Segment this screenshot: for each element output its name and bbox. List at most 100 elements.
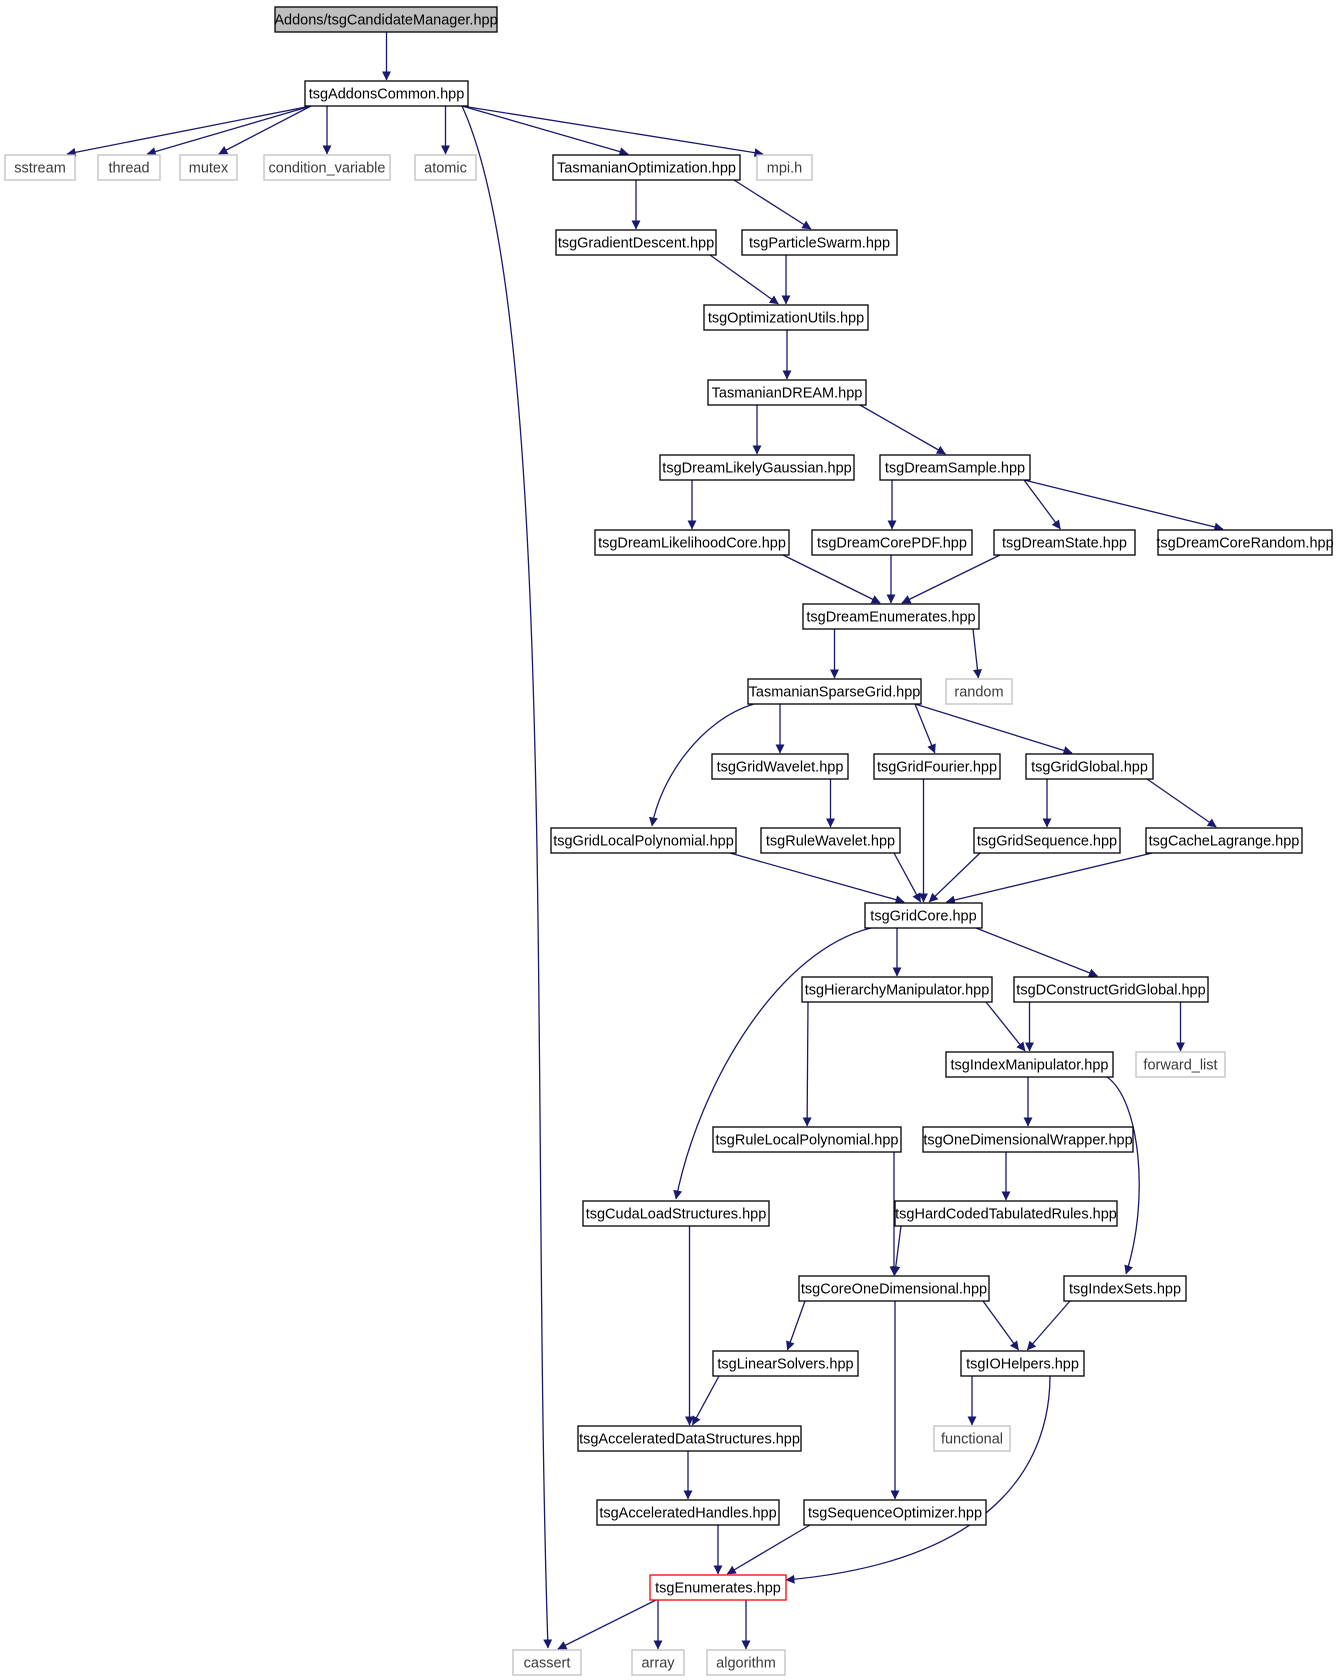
node-cudaload[interactable]: tsgCudaLoadStructures.hpp	[582, 1200, 770, 1227]
node-pswarm[interactable]: tsgParticleSwarm.hpp	[741, 229, 898, 256]
node-label-root: Addons/tsgCandidateManager.hpp	[274, 13, 497, 29]
node-hardcoded[interactable]: tsgHardCodedTabulatedRules.hpp	[894, 1200, 1118, 1227]
node-label-linsolvers: tsgLinearSolvers.hpp	[717, 1357, 853, 1373]
edge-hardcoded-to-coreonedim	[891, 1225, 902, 1276]
node-box-sstream	[4, 154, 76, 181]
edges-layer	[66, 32, 1224, 1650]
node-box-array	[631, 1649, 685, 1676]
edge-gridcore-to-dconstruct	[975, 927, 1098, 978]
node-gridsequence[interactable]: tsgGridSequence.hpp	[973, 827, 1121, 854]
node-gridwavelet[interactable]: tsgGridWavelet.hpp	[711, 753, 849, 780]
node-label-tasdream: TasmanianDREAM.hpp	[712, 386, 863, 402]
node-optutils[interactable]: tsgOptimizationUtils.hpp	[703, 304, 869, 331]
node-tasopt[interactable]: TasmanianOptimization.hpp	[552, 154, 741, 181]
node-box-onedimwrap	[922, 1126, 1134, 1153]
node-enumerates[interactable]: tsgEnumerates.hpp	[649, 1574, 787, 1601]
node-linsolvers[interactable]: tsgLinearSolvers.hpp	[712, 1350, 859, 1377]
node-label-dconstruct: tsgDConstructGridGlobal.hpp	[1016, 983, 1205, 999]
node-label-onedimwrap: tsgOneDimensionalWrapper.hpp	[923, 1133, 1132, 1149]
node-sparsegrid[interactable]: TasmanianSparseGrid.hpp	[747, 678, 922, 705]
node-thread: thread	[97, 154, 161, 181]
node-tasdream[interactable]: TasmanianDREAM.hpp	[707, 379, 867, 406]
node-label-array: array	[641, 1656, 675, 1672]
node-indexsets[interactable]: tsgIndexSets.hpp	[1063, 1275, 1187, 1302]
node-box-random	[945, 678, 1013, 705]
node-box-gridglobal	[1025, 753, 1154, 780]
node-dreamsample[interactable]: tsgDreamSample.hpp	[879, 454, 1031, 481]
node-cachelagrange[interactable]: tsgCacheLagrange.hpp	[1145, 827, 1303, 854]
node-random: random	[945, 678, 1013, 705]
edge-dreamenum-to-random	[972, 628, 982, 679]
node-label-graddesc: tsgGradientDescent.hpp	[558, 236, 714, 252]
node-label-iohelpers: tsgIOHelpers.hpp	[966, 1357, 1079, 1373]
node-gridlocalpoly[interactable]: tsgGridLocalPolynomial.hpp	[550, 827, 737, 854]
node-label-mutex: mutex	[189, 161, 229, 177]
edge-addons-to-sstream	[66, 105, 312, 157]
node-accdata[interactable]: tsgAcceleratedDataStructures.hpp	[577, 1425, 802, 1452]
node-acchandles[interactable]: tsgAcceleratedHandles.hpp	[596, 1499, 780, 1526]
node-coreonedim[interactable]: tsgCoreOneDimensional.hpp	[798, 1275, 990, 1302]
node-label-hiermanip: tsgHierarchyManipulator.hpp	[805, 983, 990, 999]
node-label-gridfourier: tsgGridFourier.hpp	[877, 760, 997, 776]
node-dreamenum[interactable]: tsgDreamEnumerates.hpp	[802, 603, 980, 630]
edge-likelihoodcore-to-dreamenum	[782, 554, 881, 604]
node-box-acchandles	[596, 1499, 780, 1526]
edge-coreonedim-to-linsolvers	[786, 1300, 806, 1351]
node-label-cudaload: tsgCudaLoadStructures.hpp	[586, 1207, 767, 1223]
node-graddesc[interactable]: tsgGradientDescent.hpp	[555, 229, 717, 256]
edge-hiermanip-to-rulelocalpoly	[802, 1001, 812, 1127]
node-box-optutils	[703, 304, 869, 331]
node-gridfourier[interactable]: tsgGridFourier.hpp	[873, 753, 1001, 780]
node-label-coreonedim: tsgCoreOneDimensional.hpp	[801, 1282, 987, 1298]
node-likelygauss[interactable]: tsgDreamLikelyGaussian.hpp	[659, 454, 855, 481]
node-gridcore[interactable]: tsgGridCore.hpp	[864, 902, 983, 929]
node-rulelocalpoly[interactable]: tsgRuleLocalPolynomial.hpp	[712, 1126, 902, 1153]
node-mpi: mpi.h	[756, 154, 813, 181]
node-hiermanip[interactable]: tsgHierarchyManipulator.hpp	[801, 976, 993, 1003]
node-label-tasopt: TasmanianOptimization.hpp	[557, 161, 736, 177]
edge-dreamsample-to-dreamstate	[1023, 479, 1061, 530]
node-box-dreamstate	[993, 529, 1136, 556]
node-label-dreamenum: tsgDreamEnumerates.hpp	[806, 610, 975, 626]
node-box-forwardlist	[1135, 1051, 1226, 1078]
node-dconstruct[interactable]: tsgDConstructGridGlobal.hpp	[1013, 976, 1209, 1003]
node-corepdf[interactable]: tsgDreamCorePDF.hpp	[811, 529, 973, 556]
edge-iohelpers-to-enumerates	[785, 1375, 1051, 1584]
node-label-optutils: tsgOptimizationUtils.hpp	[708, 311, 864, 327]
node-mutex: mutex	[179, 154, 238, 181]
node-box-corepdf	[811, 529, 973, 556]
node-box-linsolvers	[712, 1350, 859, 1377]
node-label-corepdf: tsgDreamCorePDF.hpp	[817, 536, 967, 552]
node-likelihoodcore[interactable]: tsgDreamLikelihoodCore.hpp	[594, 529, 790, 556]
node-box-cachelagrange	[1145, 827, 1303, 854]
node-root[interactable]: Addons/tsgCandidateManager.hpp	[274, 6, 498, 33]
node-label-likelygauss: tsgDreamLikelyGaussian.hpp	[662, 461, 851, 477]
node-box-hiermanip	[801, 976, 993, 1003]
node-box-gridlocalpoly	[550, 827, 737, 854]
node-label-likelihoodcore: tsgDreamLikelihoodCore.hpp	[598, 536, 786, 552]
node-label-accdata: tsgAcceleratedDataStructures.hpp	[579, 1432, 800, 1448]
node-indexmanip[interactable]: tsgIndexManipulator.hpp	[945, 1051, 1114, 1078]
node-dreamstate[interactable]: tsgDreamState.hpp	[993, 529, 1136, 556]
node-label-addons: tsgAddonsCommon.hpp	[309, 87, 465, 103]
node-iohelpers[interactable]: tsgIOHelpers.hpp	[960, 1350, 1085, 1377]
edge-dreamstate-to-dreamenum	[901, 554, 1001, 604]
node-onedimwrap[interactable]: tsgOneDimensionalWrapper.hpp	[922, 1126, 1134, 1153]
node-gridglobal[interactable]: tsgGridGlobal.hpp	[1025, 753, 1154, 780]
node-label-rulewavelet: tsgRuleWavelet.hpp	[766, 834, 895, 850]
node-label-atomic: atomic	[424, 161, 467, 177]
node-label-hardcoded: tsgHardCodedTabulatedRules.hpp	[895, 1207, 1117, 1223]
node-forwardlist: forward_list	[1135, 1051, 1226, 1078]
node-corerandom[interactable]: tsgDreamCoreRandom.hpp	[1156, 529, 1334, 556]
node-box-mpi	[756, 154, 813, 181]
node-box-thread	[97, 154, 161, 181]
node-seqopt[interactable]: tsgSequenceOptimizer.hpp	[803, 1499, 987, 1526]
node-box-condvar	[263, 154, 391, 181]
node-box-graddesc	[555, 229, 717, 256]
node-rulewavelet[interactable]: tsgRuleWavelet.hpp	[760, 827, 901, 854]
node-cassert: cassert	[512, 1649, 582, 1676]
node-addons[interactable]: tsgAddonsCommon.hpp	[304, 80, 469, 107]
node-sstream: sstream	[4, 154, 76, 181]
node-label-mpi: mpi.h	[767, 161, 802, 177]
